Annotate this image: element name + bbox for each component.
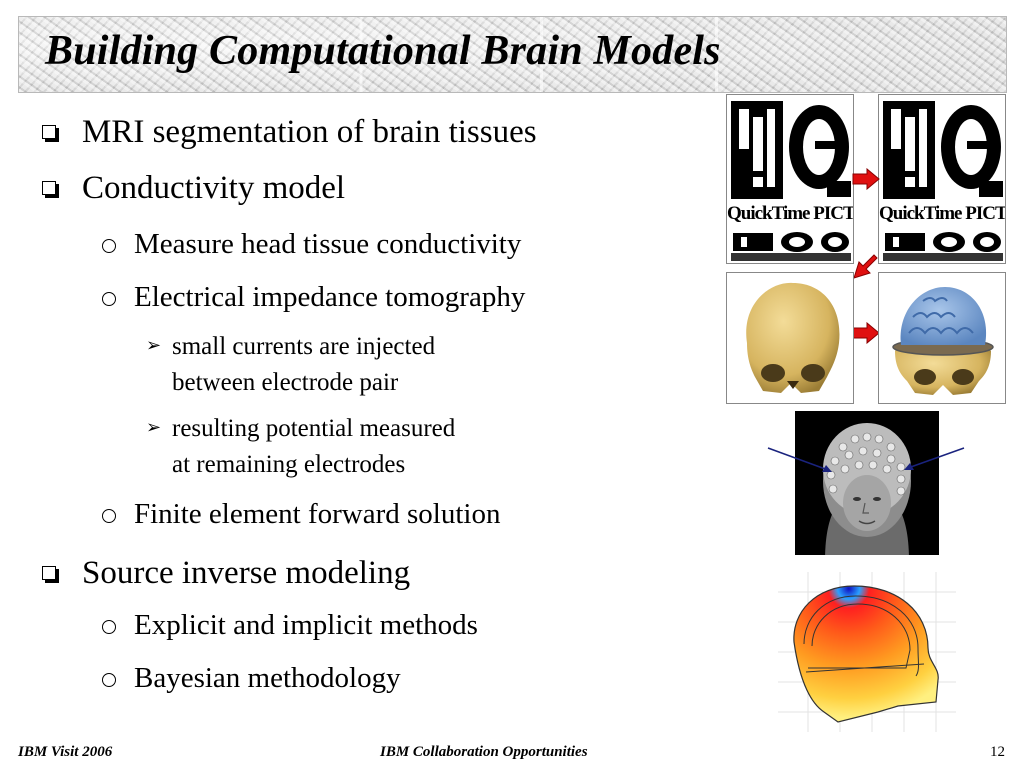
quicktime-logo-small-icon bbox=[883, 232, 1003, 261]
bullet-square-icon bbox=[42, 181, 59, 198]
page-number: 12 bbox=[990, 744, 1005, 760]
red-arrow-right-icon bbox=[852, 322, 880, 344]
quicktime-placeholder-image: QuickTime PICT bbox=[878, 94, 1006, 264]
bullet-arrow-icon: ➢ bbox=[146, 417, 162, 438]
bullet-item: Bayesian methodology bbox=[134, 662, 401, 694]
quicktime-label: QuickTime PICT bbox=[879, 203, 1006, 224]
bullet-circle-icon bbox=[102, 292, 116, 306]
bullet-circle-icon bbox=[102, 673, 116, 687]
potential-map-icon bbox=[778, 572, 956, 732]
bullet-item: Measure head tissue conductivity bbox=[134, 228, 522, 260]
quicktime-logo-small-icon bbox=[731, 232, 851, 261]
brain-icon bbox=[892, 287, 994, 395]
pointer-lines bbox=[767, 447, 965, 472]
quicktime-logo-icon bbox=[879, 95, 1005, 205]
red-arrow-right-icon bbox=[852, 168, 880, 190]
bullet-item: resulting potential measured at remainin… bbox=[172, 415, 456, 478]
red-arrow-diagonal-icon bbox=[853, 254, 878, 279]
brain-in-skull-image bbox=[878, 272, 1006, 404]
bullet-item: Electrical impedance tomography bbox=[134, 281, 526, 313]
bullet-item: small currents are injected between elec… bbox=[172, 333, 436, 396]
potential-field-head-image bbox=[778, 572, 956, 732]
eeg-electrode-head-photo bbox=[795, 411, 939, 555]
bullet-square-icon bbox=[42, 125, 59, 142]
quicktime-label: QuickTime PICT bbox=[727, 203, 854, 224]
footer-center: IBM Collaboration Opportunities bbox=[380, 744, 588, 760]
bullet-circle-icon bbox=[102, 509, 116, 523]
bullet-square-icon bbox=[42, 566, 59, 583]
title-banner: Building Computational Brain Models bbox=[18, 16, 1007, 93]
quicktime-logo-icon bbox=[727, 95, 853, 205]
eeg-head-icon bbox=[795, 411, 939, 555]
bullet-arrow-icon: ➢ bbox=[146, 335, 162, 356]
slide-title: Building Computational Brain Models bbox=[45, 28, 721, 74]
bullet-item: MRI segmentation of brain tissues bbox=[82, 114, 537, 150]
quicktime-placeholder-image: QuickTime PICT bbox=[726, 94, 854, 264]
bullet-item: Finite element forward solution bbox=[134, 498, 501, 530]
bullet-item: Conductivity model bbox=[82, 170, 346, 206]
bullet-circle-icon bbox=[102, 239, 116, 253]
skull-model-image bbox=[726, 272, 854, 404]
skull-icon bbox=[746, 282, 840, 393]
bullet-circle-icon bbox=[102, 620, 116, 634]
footer-left: IBM Visit 2006 bbox=[18, 744, 113, 760]
bullet-item: Explicit and implicit methods bbox=[134, 609, 478, 641]
bullet-item: Source inverse modeling bbox=[82, 555, 411, 591]
